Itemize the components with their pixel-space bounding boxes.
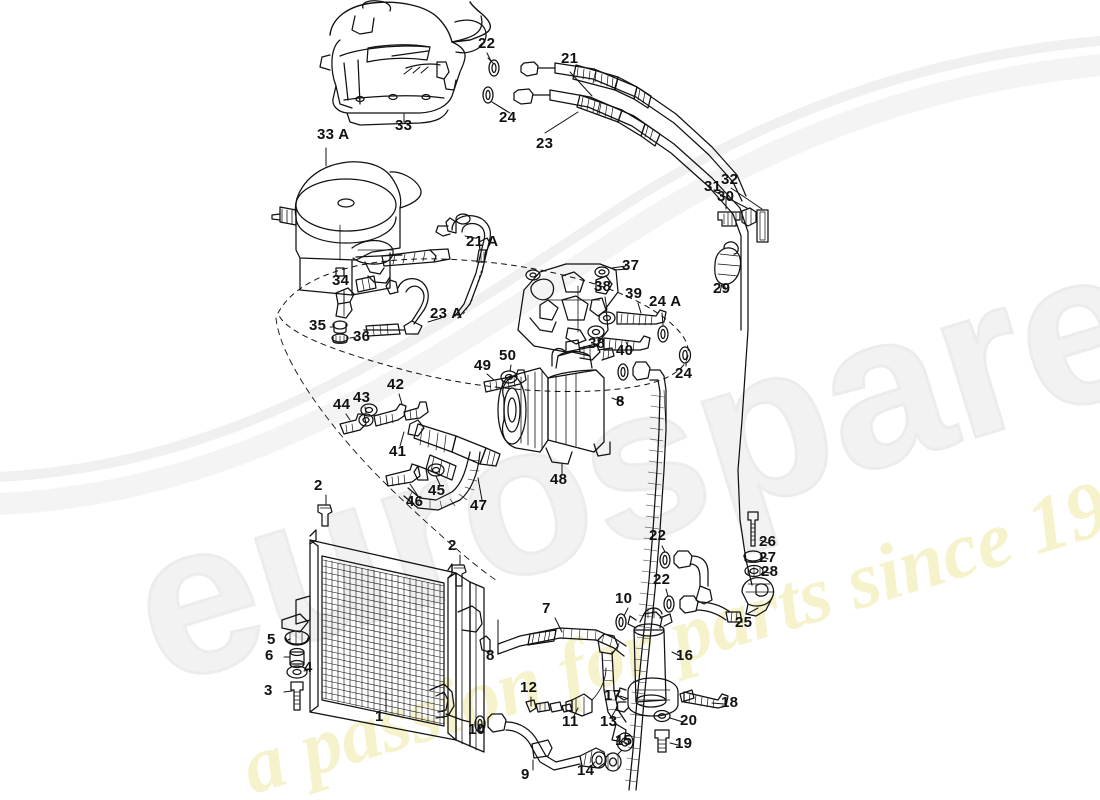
callout-30: 30 [717, 188, 735, 205]
callout-25: 25 [735, 614, 753, 631]
callout-10: 10 [615, 590, 633, 607]
evaporator-unit [319, 0, 492, 126]
callout-17: 17 [604, 687, 622, 704]
callout-41: 41 [389, 443, 407, 460]
callout-27: 27 [759, 549, 777, 566]
hose-bracket-group [659, 511, 775, 623]
callout-8: 8 [616, 393, 625, 410]
callout-23-a: 23 A [430, 305, 463, 322]
blower-unit [271, 161, 492, 344]
callout-21: 21 [561, 50, 579, 67]
callout-29: 29 [713, 280, 731, 297]
callout-44: 44 [333, 396, 351, 413]
callout-28: 28 [761, 563, 779, 580]
callout-38: 38 [588, 335, 606, 352]
receiver-drier [479, 607, 729, 772]
callout-15: 15 [615, 732, 633, 749]
callout-18: 18 [721, 694, 739, 711]
callout-24-a: 24 A [649, 293, 682, 310]
callout-43: 43 [353, 389, 371, 406]
callout-20: 20 [680, 712, 698, 729]
hose-9 [474, 699, 607, 771]
callout-35: 35 [309, 317, 327, 334]
hose-21 [520, 61, 747, 202]
callout-7: 7 [542, 600, 551, 617]
callout-5: 5 [267, 631, 276, 648]
callout-50: 50 [499, 347, 517, 364]
leader-lines [283, 57, 759, 771]
callout-45: 45 [428, 482, 446, 499]
callout-33-a: 33 A [317, 126, 350, 143]
callout-48: 48 [550, 471, 568, 488]
callout-42: 42 [387, 376, 405, 393]
callout-33: 33 [395, 117, 413, 134]
compressor-bracket [517, 263, 692, 364]
callout-49: 49 [474, 357, 492, 374]
callout-24: 24 [499, 109, 517, 126]
callout-22: 22 [478, 35, 496, 52]
callout-31: 31 [704, 178, 722, 195]
callout-13: 13 [600, 713, 618, 730]
callout-23: 23 [536, 135, 554, 152]
callout-1: 1 [375, 708, 384, 725]
callout-38: 38 [594, 278, 612, 295]
callout-3: 3 [264, 682, 273, 699]
hose-41-assembly [275, 317, 501, 581]
callout-16: 16 [676, 647, 694, 664]
callout-24: 24 [675, 365, 693, 382]
hose-23 [513, 88, 753, 586]
compressor [360, 339, 667, 791]
callout-9: 9 [521, 766, 530, 783]
callout-10: 10 [468, 721, 486, 738]
callout-21-a: 21 A [466, 233, 499, 250]
callout-4: 4 [304, 659, 313, 676]
callout-8: 8 [486, 647, 495, 664]
callout-36: 36 [353, 328, 371, 345]
callout-14: 14 [577, 762, 595, 779]
callout-12: 12 [520, 679, 538, 696]
condenser [281, 504, 485, 753]
callout-34: 34 [332, 272, 350, 289]
callout-11: 11 [562, 713, 579, 730]
callout-47: 47 [470, 497, 488, 514]
callout-37: 37 [622, 257, 640, 274]
hose-clamp-group [713, 187, 769, 293]
callout-2: 2 [448, 537, 457, 554]
callout-26: 26 [759, 533, 777, 550]
callout-39: 39 [625, 285, 643, 302]
callout-2: 2 [314, 477, 323, 494]
callout-19: 19 [675, 735, 693, 752]
callout-22: 22 [653, 571, 671, 588]
callout-40: 40 [616, 342, 634, 359]
callout-22: 22 [649, 527, 667, 544]
callout-32: 32 [721, 171, 739, 188]
callout-6: 6 [265, 647, 274, 664]
callout-46: 46 [406, 493, 424, 510]
